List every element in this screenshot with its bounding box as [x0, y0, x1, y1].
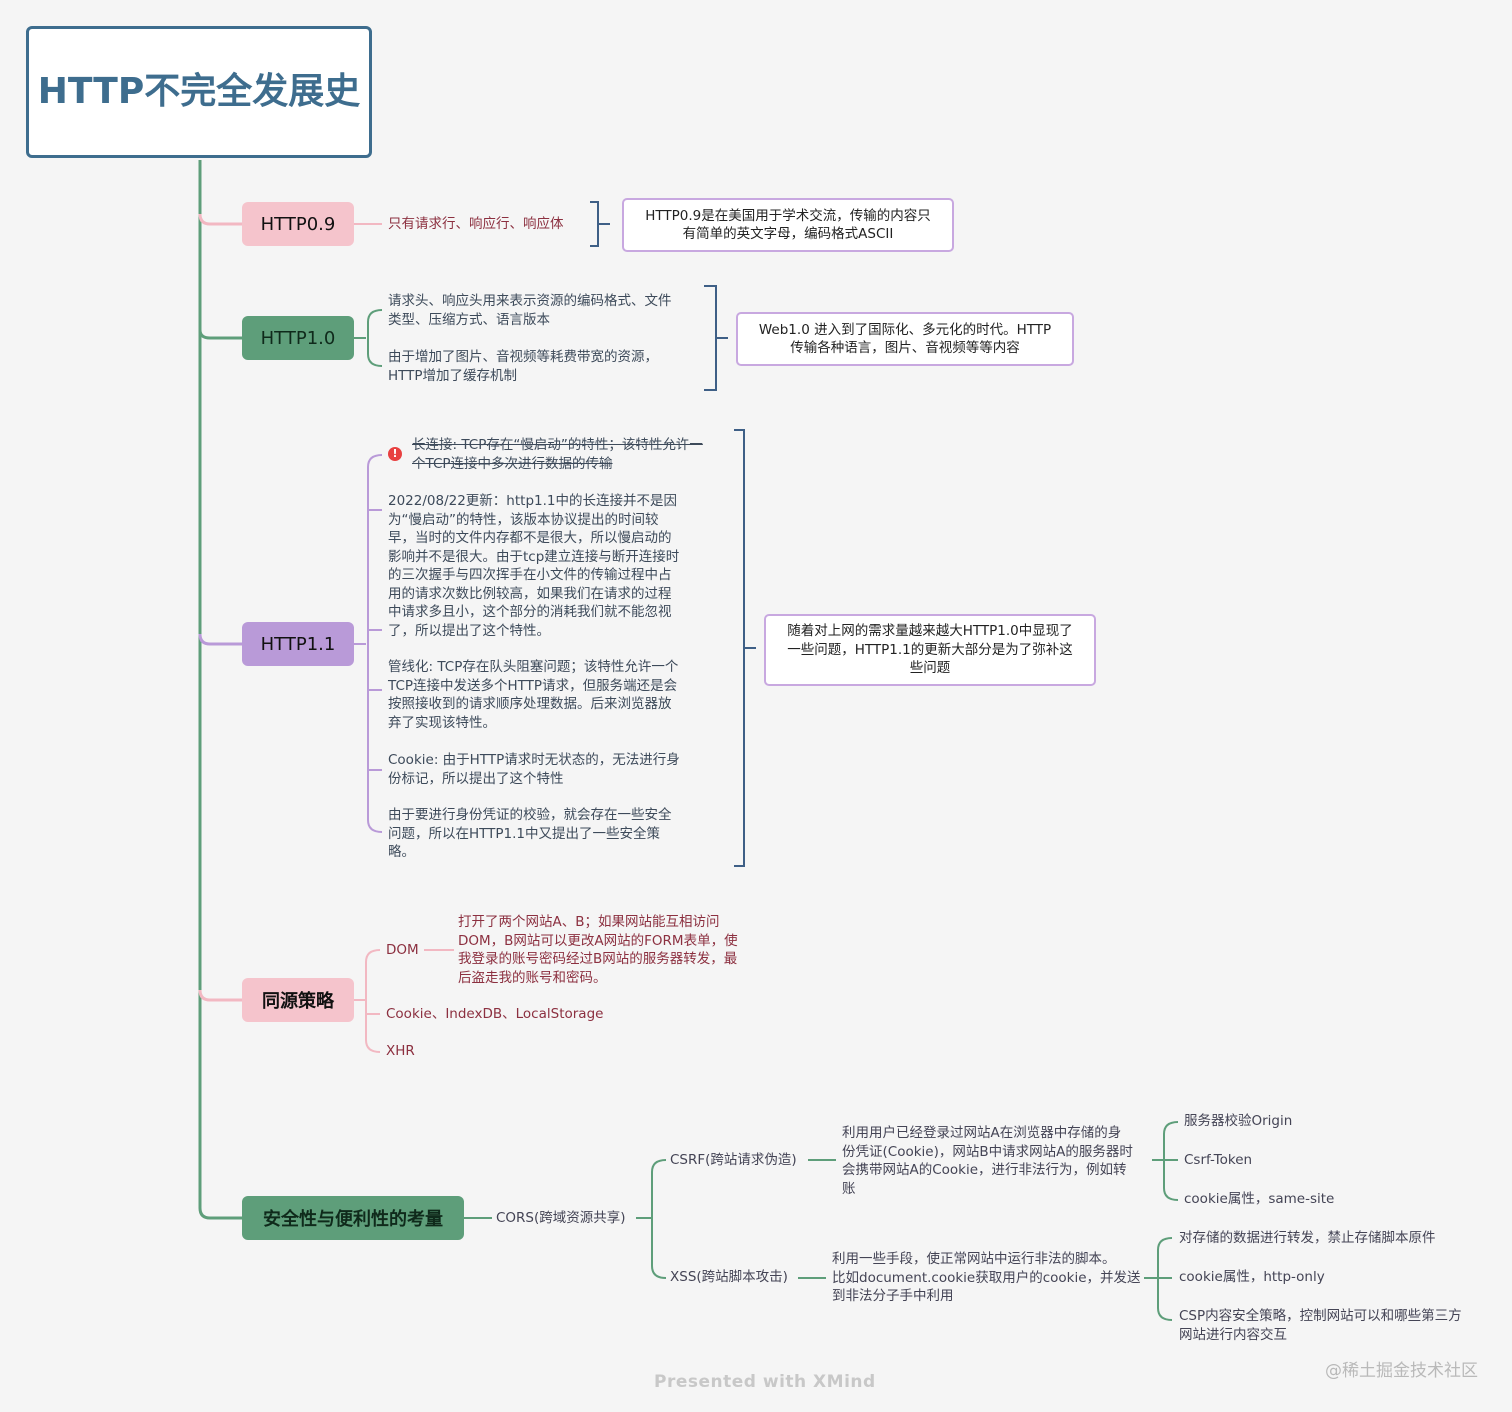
http09-callout[interactable]: HTTP0.9是在美国用于学术交流，传输的内容只 有简单的英文字母，编码格式AS…: [622, 198, 954, 252]
xss-defense-csp: CSP内容安全策略，控制网站可以和哪些第三方 网站进行内容交互: [1179, 1308, 1462, 1343]
root-title: HTTP不完全发展史: [37, 71, 361, 112]
sop-dom: DOM: [386, 942, 419, 958]
security-cors: CORS(跨域资源共享): [496, 1210, 626, 1226]
csrf-defense-samesite: cookie属性，same-site: [1184, 1191, 1335, 1207]
http11-keepalive-struck: 长连接: TCP存在“慢启动”的特性；该特性允许一 个TCP连接中多次进行数据的…: [412, 437, 703, 472]
topic-label: 同源策略: [262, 991, 334, 1012]
http10-callout[interactable]: Web1.0 进入到了国际化、多元化的时代。HTTP 传输各种语言，图片、音视频…: [736, 312, 1074, 366]
csrf-defense-token: Csrf-Token: [1184, 1152, 1253, 1168]
sop-storage: Cookie、IndexDB、LocalStorage: [386, 1006, 604, 1022]
xss-defense-escape: 对存储的数据进行转发，禁止存储脚本原件: [1179, 1230, 1436, 1246]
security-csrf: CSRF(跨站请求伪造): [670, 1152, 797, 1168]
footer-credit: Presented with XMind: [654, 1372, 876, 1392]
topic-same-origin[interactable]: 同源策略: [242, 978, 354, 1022]
http11-security: 由于要进行身份凭证的校验，就会存在一些安全 问题，所以在HTTP1.1中又提出了…: [388, 807, 672, 860]
topic-http10[interactable]: HTTP1.0: [242, 316, 354, 360]
security-xss: XSS(跨站脚本攻击): [670, 1269, 788, 1285]
topic-label: 安全性与便利性的考量: [263, 1209, 443, 1230]
topic-label: HTTP1.1: [260, 633, 336, 655]
topic-label: HTTP1.0: [260, 327, 336, 349]
watermark: @稀土掘金技术社区: [1325, 1361, 1478, 1381]
alert-icon: !: [388, 447, 402, 461]
sop-dom-detail: 打开了两个网站A、B；如果网站能互相访问 DOM，B网站可以更改A网站的FORM…: [458, 914, 738, 986]
csrf-detail: 利用用户已经登录过网站A在浏览器中存储的身 份凭证(Cookie)，网站B中请求…: [842, 1125, 1133, 1197]
topic-label: HTTP0.9: [260, 213, 336, 235]
csrf-defense-origin: 服务器校验Origin: [1184, 1113, 1293, 1129]
http11-callout[interactable]: 随着对上网的需求量越来越大HTTP1.0中显现了 一些问题，HTTP1.1的更新…: [764, 614, 1096, 686]
http11-cookie: Cookie: 由于HTTP请求时无状态的，无法进行身 份标记，所以提出了这个特…: [388, 752, 680, 787]
xss-defense-httponly: cookie属性，http-only: [1179, 1269, 1325, 1285]
topic-http11[interactable]: HTTP1.1: [242, 622, 354, 666]
topic-security[interactable]: 安全性与便利性的考量: [242, 1196, 464, 1240]
http10-item-cache: 由于增加了图片、音视频等耗费带宽的资源， HTTP增加了缓存机制: [388, 349, 658, 384]
sop-xhr: XHR: [386, 1043, 415, 1059]
http11-pipeline: 管线化: TCP存在队头阻塞问题；该特性允许一个 TCP连接中发送多个HTTP请…: [388, 659, 679, 731]
root-topic[interactable]: HTTP不完全发展史: [26, 26, 372, 158]
xss-detail: 利用一些手段，使正常网站中运行非法的脚本。 比如document.cookie获…: [832, 1251, 1141, 1304]
http09-detail: 只有请求行、响应行、响应体: [388, 216, 564, 232]
topic-http09[interactable]: HTTP0.9: [242, 202, 354, 246]
http11-update-note: 2022/08/22更新：http1.1中的长连接并不是因 为“慢启动”的特性，…: [388, 493, 680, 639]
http10-item-headers: 请求头、响应头用来表示资源的编码格式、文件 类型、压缩方式、语言版本: [388, 293, 672, 328]
